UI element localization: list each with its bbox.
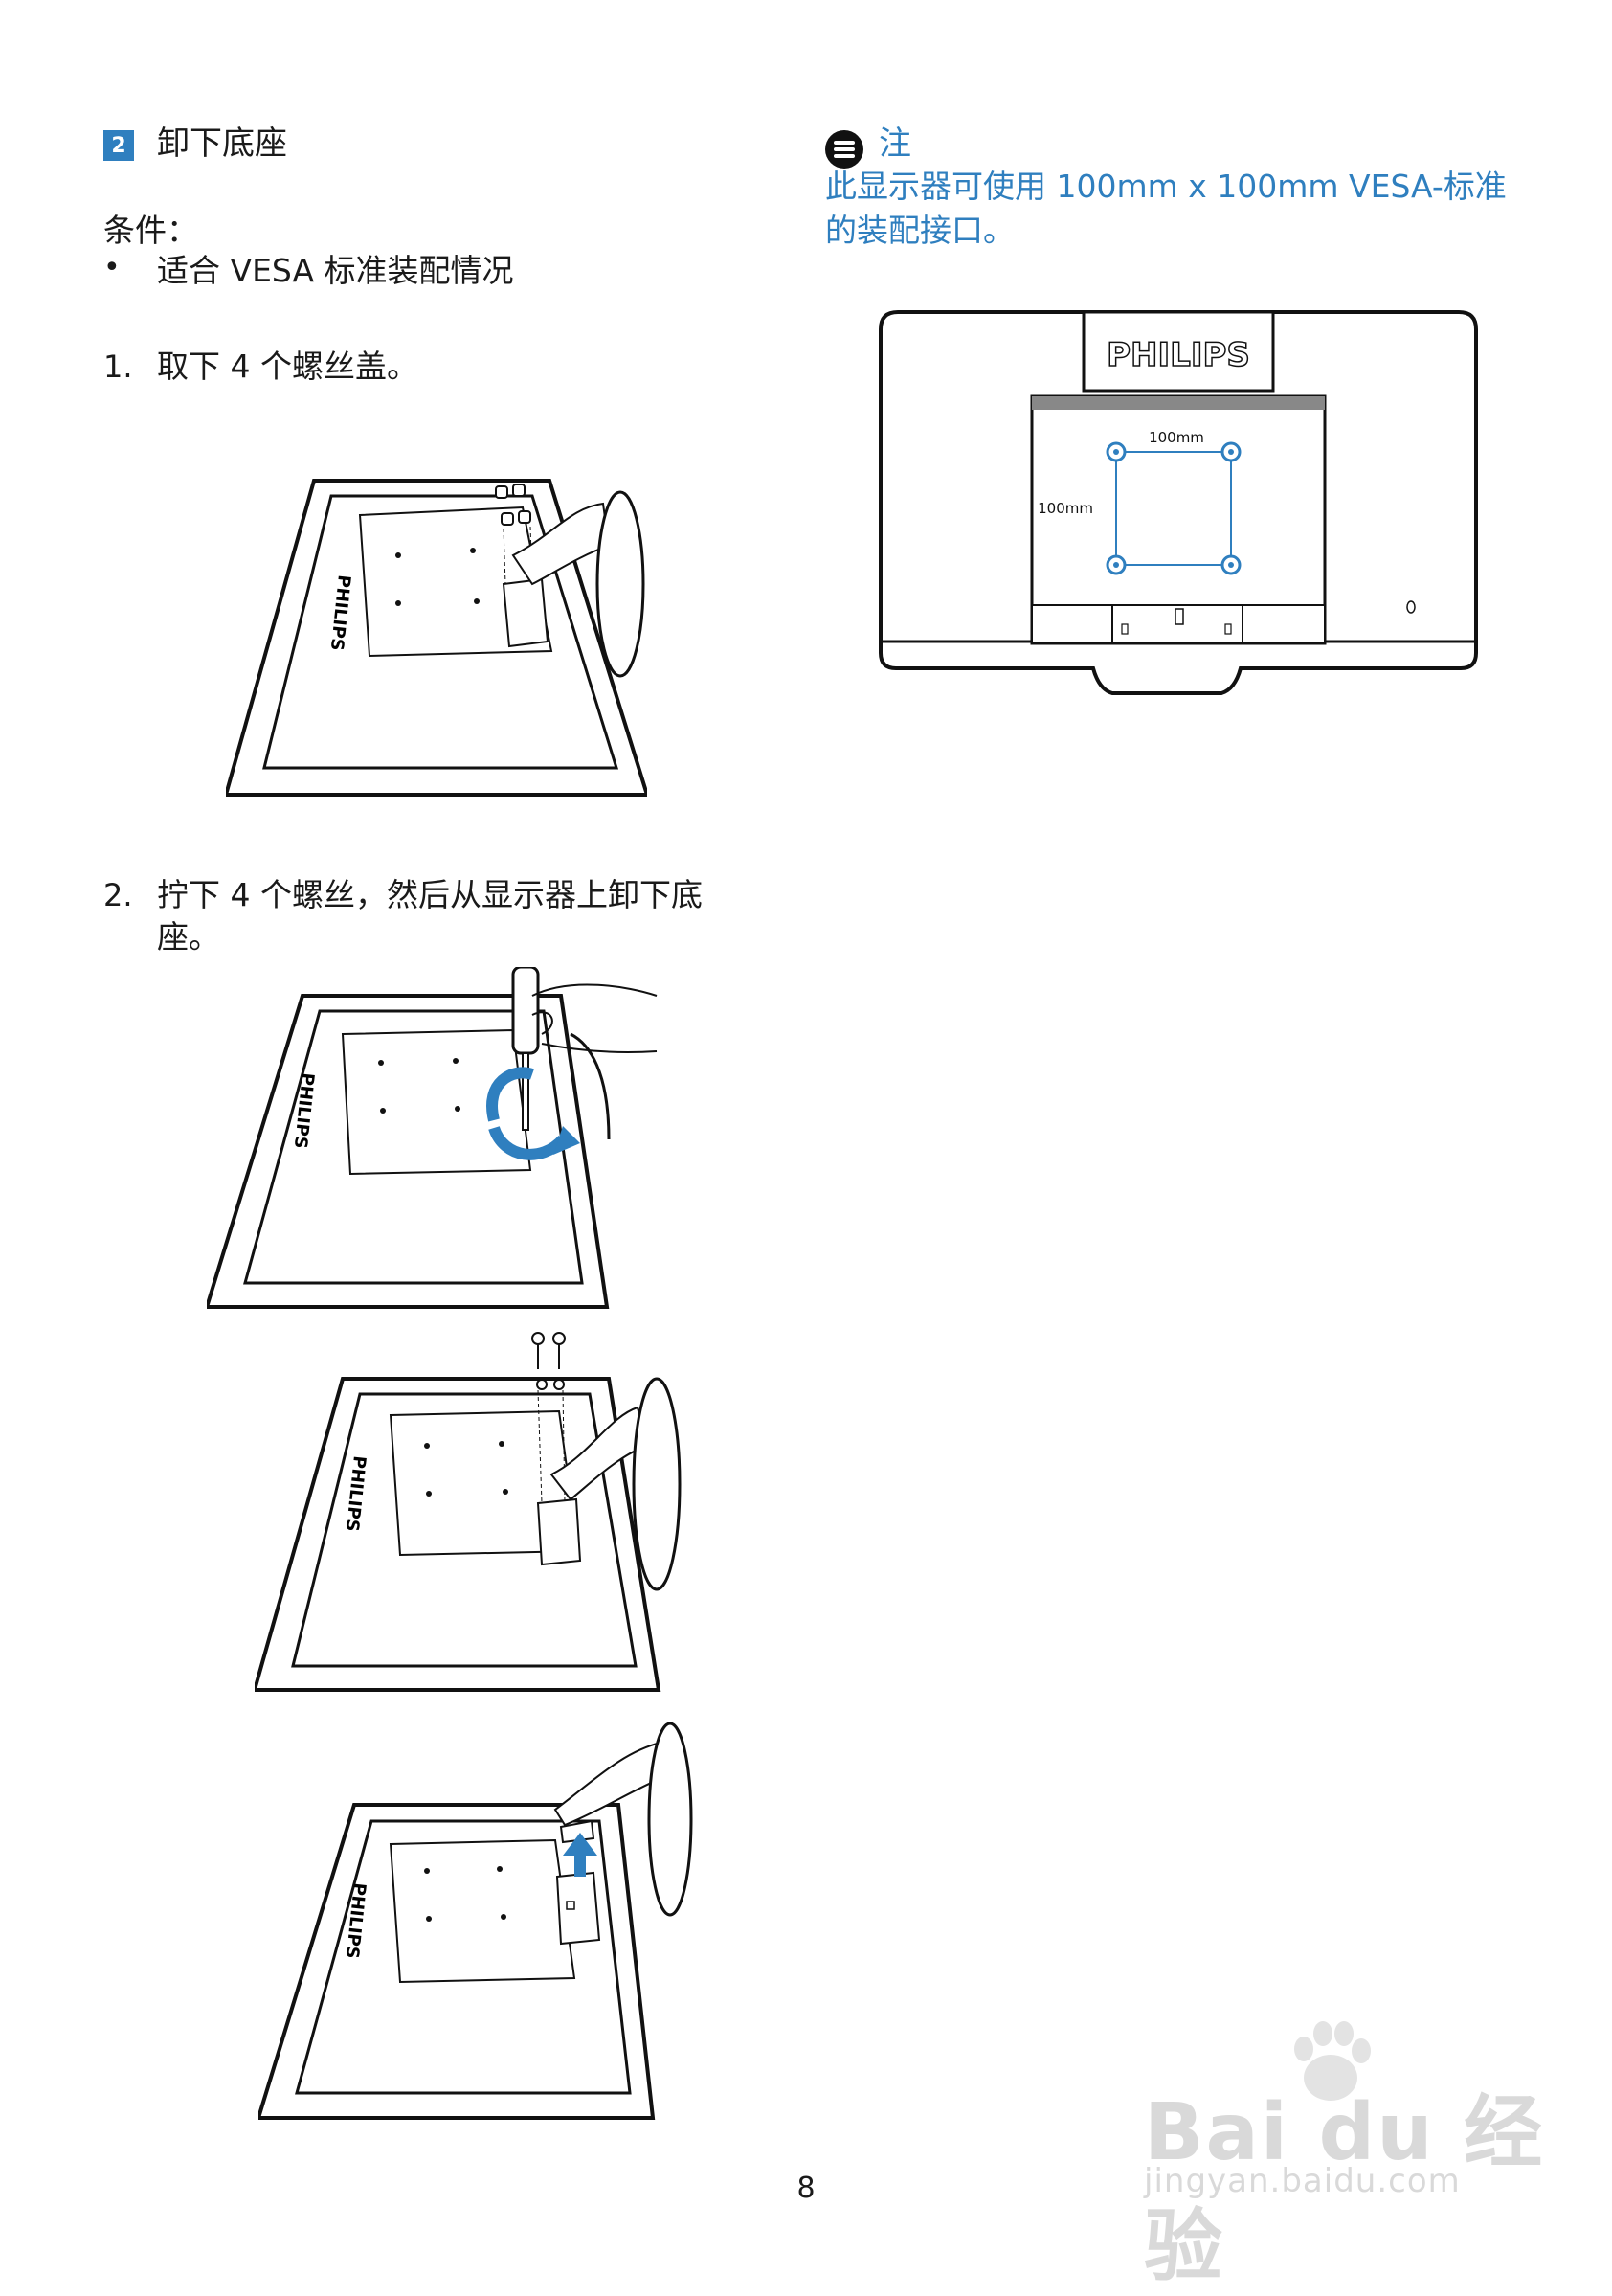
- note-text-line1: 此显示器可使用 100mm x 100mm VESA-标准: [825, 168, 1507, 205]
- illustration-screws-removed: PHILIPS: [255, 1332, 682, 1692]
- note-title: 注: [879, 124, 911, 163]
- vesa-width-label: 100mm: [1149, 429, 1204, 446]
- page-number: 8: [796, 2172, 816, 2205]
- vesa-height-label: 100mm: [1038, 500, 1093, 517]
- step-1-text: 取下 4 个螺丝盖。: [157, 348, 418, 385]
- conditions-bullet-text: 适合 VESA 标准装配情况: [157, 252, 514, 289]
- illustration-screw-covers: PHILIPS: [226, 479, 647, 797]
- baidu-paw-icon: [1294, 2021, 1371, 2101]
- watermark-url: jingyan.baidu.com: [1144, 2162, 1461, 2200]
- note-text-line2: 的装配接口。: [825, 212, 1015, 249]
- bullet-icon: •: [103, 251, 121, 284]
- illustration-remove-base: PHILIPS: [258, 1722, 693, 2120]
- step-1-number: 1.: [103, 349, 133, 385]
- illustration-unscrew: PHILIPS: [207, 967, 658, 1309]
- step-2-text-line2: 座。: [157, 918, 220, 956]
- watermark-logo-text: Bai du 经验: [1144, 2087, 1545, 2292]
- conditions-label: 条件：: [103, 212, 198, 249]
- vesa-brand-logo: PHILIPS: [1107, 336, 1250, 374]
- section-number-badge: 2: [103, 130, 134, 161]
- step-2-number: 2.: [103, 877, 133, 913]
- vesa-mount-diagram: PHILIPS 100mm 100mm: [879, 310, 1478, 695]
- note-icon: [825, 130, 863, 169]
- section-title: 卸下底座: [157, 124, 287, 163]
- step-2-text-line1: 拧下 4 个螺丝，然后从显示器上卸下底: [157, 876, 703, 913]
